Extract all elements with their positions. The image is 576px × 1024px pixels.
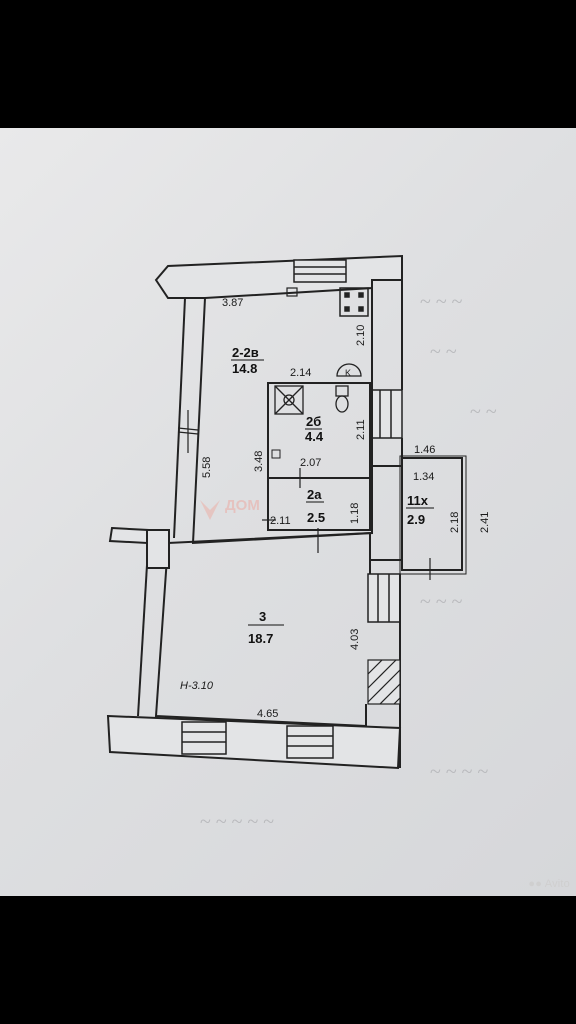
- shower-icon: [274, 385, 304, 415]
- realtor-watermark: ДОМ: [200, 497, 260, 520]
- dim-left-wall: 5.58: [201, 457, 213, 478]
- bottom-window-right: [286, 725, 334, 759]
- avito-logo-icon: ●●: [528, 878, 545, 890]
- dim-room3-bottom: 4.65: [257, 708, 278, 720]
- floor-plan: ~ ~ ~ ~ ~ ~ ~ ~ ~ ~ ~ ~ ~ ~ ~ ~ ~ ~ ~: [106, 254, 497, 833]
- toilet-icon: [335, 385, 349, 413]
- dim-room3-right: 4.03: [349, 629, 361, 650]
- avito-watermark-text: Avito: [544, 878, 570, 890]
- room-number: 2-2в: [232, 345, 259, 360]
- svg-text:~ ~ ~ ~: ~ ~ ~ ~: [430, 761, 488, 783]
- meter-icon: [271, 449, 281, 459]
- room-label-11x: 11х 2.9: [406, 493, 434, 527]
- svg-text:~ ~ ~: ~ ~ ~: [420, 591, 463, 613]
- svg-text:~ ~: ~ ~: [430, 341, 457, 363]
- svg-text:~ ~: ~ ~: [470, 401, 497, 423]
- dim-balcony-right-inner: 2.18: [449, 512, 461, 533]
- dim-hall-left: 2.11: [270, 515, 291, 527]
- dim-corridor: 2.14: [290, 367, 311, 379]
- floor-plan-photo: ~ ~ ~ ~ ~ ~ ~ ~ ~ ~ ~ ~ ~ ~ ~ ~ ~ ~ ~: [0, 128, 576, 896]
- room-label-3: 3 18.7: [248, 609, 284, 646]
- svg-text:K: K: [345, 368, 351, 378]
- bottom-window-left: [181, 721, 227, 755]
- top-wall: [154, 254, 403, 299]
- left-outer-wall: [173, 297, 186, 539]
- right-window-upper: [369, 389, 403, 439]
- dim-balcony-inner: 1.34: [413, 471, 434, 483]
- room-area: 18.7: [248, 631, 273, 646]
- svg-text:~ ~ ~ ~ ~: ~ ~ ~ ~ ~: [200, 811, 274, 833]
- bottom-wall: [106, 714, 402, 770]
- dim-bath-left: 3.48: [253, 451, 265, 472]
- room-3-walls: [137, 531, 371, 727]
- dim-balcony-right-outer: 2.41: [479, 512, 491, 533]
- avito-watermark: ●● Avito: [528, 878, 570, 890]
- room-2-2v-walls: [191, 288, 373, 545]
- hatched-pillar: [367, 659, 401, 705]
- boiler-icon: [339, 287, 369, 317]
- room-label-2a: 2а 2.5: [306, 487, 325, 525]
- dim-balcony-top: 1.46: [414, 444, 435, 456]
- dim-top-width: 3.87: [222, 297, 243, 309]
- left-wall-door: [177, 410, 199, 453]
- room-2a-walls: [267, 477, 371, 531]
- room-number: 2а: [307, 487, 322, 502]
- show-through-text: ~ ~ ~ ~ ~ ~ ~ ~ ~ ~ ~ ~ ~ ~ ~ ~ ~ ~ ~: [200, 291, 497, 833]
- room-area: 2.9: [407, 512, 425, 527]
- balcony-11x: [370, 455, 467, 575]
- ventilation-icon: [286, 287, 298, 297]
- svg-text:~ ~ ~: ~ ~ ~: [420, 291, 463, 313]
- sink-icon: K: [336, 363, 362, 378]
- dim-bath-right: 2.11: [355, 419, 367, 440]
- room-label-2b: 2б 4.4: [305, 414, 324, 444]
- dim-bath-bottom: 2.07: [300, 457, 321, 469]
- room-area: 14.8: [232, 361, 257, 376]
- left-pillar: [146, 529, 170, 569]
- room-number: 2б: [306, 414, 321, 429]
- room-number: 11х: [407, 493, 429, 508]
- right-window-lower: [367, 573, 401, 623]
- svg-text:ДОМ: ДОМ: [225, 497, 260, 514]
- ceiling-height: Н-3.10: [180, 680, 214, 692]
- dim-hall-right: 1.18: [349, 503, 361, 524]
- top-window: [293, 259, 347, 283]
- dim-right-upper: 2.10: [355, 325, 367, 346]
- room-area: 4.4: [305, 429, 324, 444]
- room-label-2-2v: 2-2в 14.8: [231, 345, 264, 376]
- room-area: 2.5: [307, 510, 325, 525]
- room-number: 3: [259, 609, 266, 624]
- left-stub-wall: [108, 526, 150, 545]
